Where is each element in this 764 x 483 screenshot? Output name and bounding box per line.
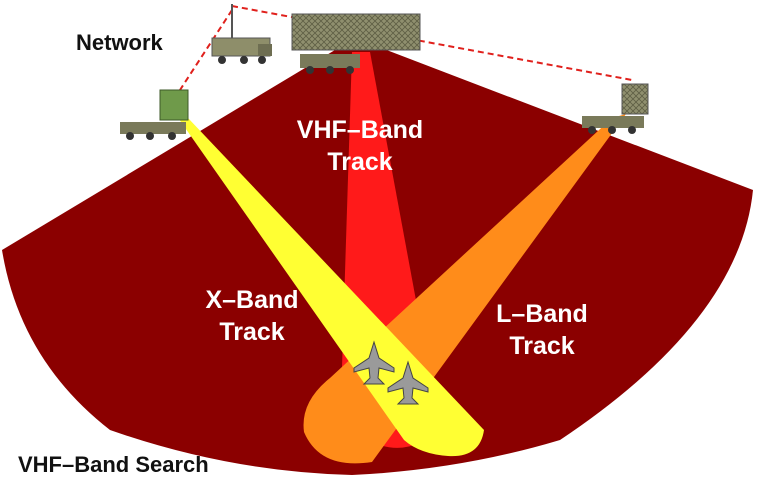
vhf-array-radar-icon [291,13,421,74]
x-band-track-label-line1: X–Band [205,286,298,314]
network-link [231,5,633,81]
network-label: Network [76,30,164,55]
vhf-track-label-line1: VHF–Band [297,116,423,144]
x-band-radar-truck-icon [120,89,189,140]
vhf-search-label: VHF–Band Search [18,452,209,477]
l-band-radar-truck-icon [582,83,649,134]
l-band-track-label-line2: Track [509,332,574,360]
vhf-track-label-line2: Track [327,148,392,176]
stealth-fighter-icon [387,360,429,405]
l-band-track-label-line1: L–Band [496,300,588,328]
command-vehicle-icon [211,4,272,64]
x-band-track-label-line2: Track [219,318,284,346]
stealth-fighter-icon [353,340,395,385]
network-link [179,9,233,91]
